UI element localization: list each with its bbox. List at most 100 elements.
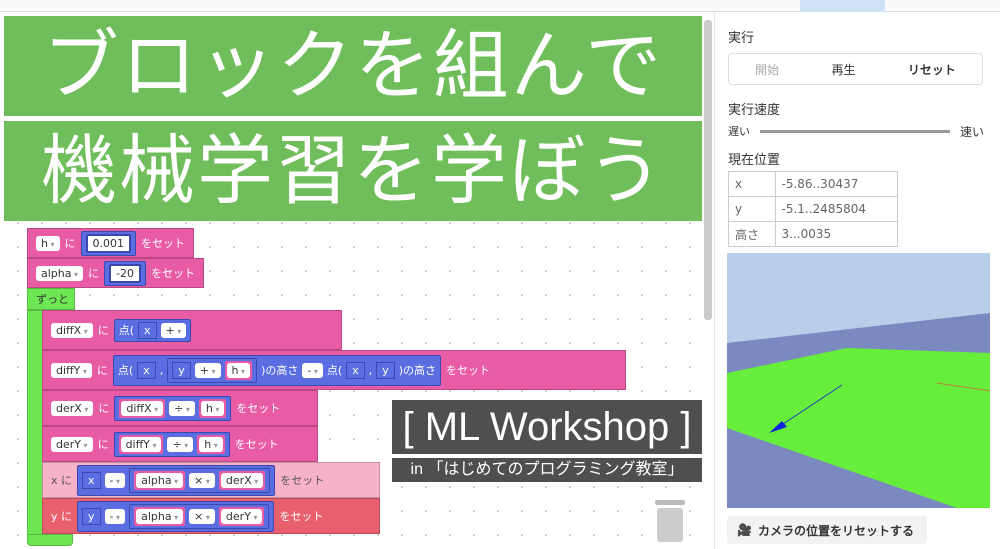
var-dropdown[interactable]: h	[199, 436, 223, 452]
label: 点(	[326, 364, 343, 377]
label: ,	[368, 363, 373, 377]
var-dropdown[interactable]: derX	[51, 400, 94, 416]
label: )の高さ	[398, 364, 437, 377]
venue-subtitle: in 「はじめてのプログラミング教室」	[392, 458, 702, 482]
var-dropdown[interactable]: alpha	[136, 472, 184, 488]
set-derY-block[interactable]: derY に diffY ÷ h をセット	[42, 426, 318, 462]
run-title: 実行	[728, 31, 755, 46]
x-reporter[interactable]: x	[346, 361, 365, 379]
table-row: y-5.1..2485804	[728, 196, 898, 222]
var-dropdown[interactable]: diffX	[51, 322, 93, 338]
label: をセット	[280, 474, 325, 487]
label: x に	[51, 474, 73, 487]
speed-fast-label: 速い	[960, 125, 985, 139]
op-dropdown[interactable]: ÷	[169, 400, 195, 416]
op-dropdown[interactable]: ×	[189, 472, 215, 488]
headline-line2: 機械学習を学ぼう	[4, 121, 702, 221]
headline-line1: ブロックを組んで	[4, 16, 702, 116]
op-dropdown[interactable]: +	[160, 322, 187, 338]
x-reporter[interactable]: x	[137, 361, 156, 379]
cell: 3...0035	[774, 221, 898, 247]
var-dropdown[interactable]: derY	[51, 436, 93, 452]
workshop-title: [ ML Workshop ]	[392, 400, 702, 454]
cell: y	[728, 196, 776, 222]
table-row: x-5.86..30437	[728, 171, 898, 197]
y-reporter[interactable]: y	[172, 361, 191, 379]
var-dropdown[interactable]: h	[200, 400, 225, 416]
x-reporter[interactable]: x	[82, 471, 101, 489]
set-x-block[interactable]: x に x-alpha × derX をセット	[42, 462, 380, 498]
cell: 高さ	[728, 221, 776, 247]
label: ずっと	[36, 293, 69, 306]
var-dropdown[interactable]: alpha	[36, 265, 84, 281]
set-h-block[interactable]: h に 0.001 をセット	[27, 228, 195, 258]
reset-button[interactable]: リセット	[907, 62, 956, 77]
workspace-scrollbar[interactable]	[704, 20, 712, 320]
op-dropdown[interactable]: -	[104, 508, 126, 524]
cell: x	[728, 171, 776, 197]
label: )の高さ	[261, 364, 299, 377]
op-dropdown[interactable]: +	[194, 362, 221, 378]
var-dropdown[interactable]: diffY	[120, 436, 162, 452]
forever-bottom	[27, 534, 73, 546]
label: に	[64, 237, 76, 250]
set-y-block[interactable]: y に y-alpha × derY をセット	[42, 498, 380, 534]
camera-icon: 🎥	[737, 523, 752, 537]
forever-arm	[27, 310, 43, 536]
speed-slow-label: 遅い	[728, 125, 750, 138]
trash-icon[interactable]	[655, 500, 685, 544]
position-title: 現在位置	[728, 153, 781, 168]
set-diffX-block[interactable]: diffX に 点( x +	[42, 310, 342, 350]
label: をセット	[279, 510, 324, 523]
label: に	[88, 267, 100, 280]
var-dropdown[interactable]: diffX	[121, 400, 164, 416]
3d-view[interactable]	[727, 253, 990, 508]
x-reporter[interactable]: x	[138, 321, 157, 339]
set-derX-block[interactable]: derX に diffX ÷ h をセット	[42, 390, 318, 426]
var-dropdown[interactable]: h	[226, 362, 251, 378]
var-dropdown[interactable]: h	[36, 235, 60, 251]
cell: -5.86..30437	[774, 171, 898, 197]
label: 点(	[117, 364, 134, 377]
var-dropdown[interactable]: diffY	[51, 362, 92, 378]
number-input[interactable]: -20	[109, 263, 142, 283]
op-dropdown[interactable]: -	[302, 362, 323, 378]
speed-slider[interactable]	[760, 130, 950, 133]
label: に	[97, 324, 109, 337]
play-button[interactable]: 再生	[831, 62, 856, 77]
label: 点(	[118, 324, 135, 337]
top-bar	[0, 0, 1000, 12]
active-tab[interactable]	[800, 0, 885, 12]
run-controls: 開始 再生 リセット	[728, 53, 983, 85]
label: をセット	[236, 402, 281, 415]
label: に	[98, 402, 110, 415]
set-alpha-block[interactable]: alpha に -20 をセット	[27, 258, 205, 288]
label: ,	[159, 363, 164, 377]
speed-title: 実行速度	[728, 103, 781, 118]
var-dropdown[interactable]: derY	[220, 508, 263, 524]
forever-block[interactable]: ずっと	[27, 288, 75, 310]
number-input[interactable]: 0.001	[85, 233, 132, 253]
label: をセット	[151, 267, 196, 280]
camera-reset-button[interactable]: 🎥 カメラの位置をリセットする	[727, 516, 927, 544]
op-dropdown[interactable]: ÷	[167, 436, 194, 452]
label: をセット	[234, 438, 279, 451]
cell: -5.1..2485804	[774, 196, 898, 222]
camera-reset-label: カメラの位置をリセットする	[757, 523, 914, 538]
label: y に	[51, 510, 73, 523]
set-diffY-block[interactable]: diffY に 点( x , y+h )の高さ - 点( x , y )の高さ …	[42, 350, 626, 390]
var-dropdown[interactable]: alpha	[136, 508, 184, 524]
label: をセット	[446, 364, 491, 377]
op-dropdown[interactable]: -	[104, 472, 126, 488]
var-dropdown[interactable]: derX	[220, 472, 264, 488]
y-reporter[interactable]: y	[82, 507, 101, 525]
label: をセット	[141, 237, 186, 250]
label: に	[97, 438, 109, 451]
y-reporter[interactable]: y	[376, 361, 395, 379]
run-panel: 実行 開始 再生 リセット 実行速度 遅い 速い 現在位置 x-5.86..30…	[714, 13, 1000, 549]
start-button[interactable]: 開始	[755, 62, 780, 77]
op-dropdown[interactable]: ×	[189, 508, 215, 524]
label: に	[96, 364, 108, 377]
